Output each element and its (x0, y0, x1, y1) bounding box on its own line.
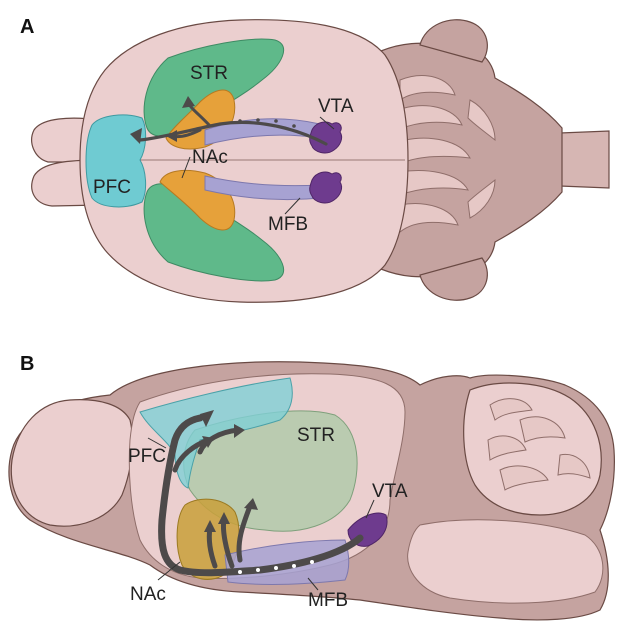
arrowhead-nac-a (166, 130, 177, 142)
label-mfb-b: MFB (308, 590, 348, 611)
str-region-b (183, 410, 358, 532)
label-nac-a: NAc (192, 147, 228, 168)
panel-a-brain (31, 19, 610, 303)
tract-branch-str2-b (197, 427, 241, 455)
arrowheads-b (200, 410, 258, 532)
panel-b-brain (8, 361, 615, 621)
cerebellar-folds-b (487, 398, 591, 491)
panel-a-letter: A (20, 16, 34, 38)
label-vta-b: VTA (372, 481, 408, 502)
hindbrain-lobe-top (419, 19, 488, 63)
pfc-region (85, 114, 147, 208)
panel-b-letter: B (20, 353, 34, 375)
vta-top (309, 121, 343, 154)
cerebellar-folds (397, 75, 496, 234)
dopamine-tract-a (138, 120, 328, 146)
label-vta-a: VTA (318, 96, 354, 117)
label-mfb-a: MFB (268, 214, 308, 235)
label-pfc-b: PFC (128, 446, 166, 467)
tract-dots-b (238, 560, 314, 574)
leader-lines-a (181, 116, 335, 215)
olfactory-bulb-b (10, 399, 133, 527)
brainstem-b (407, 519, 604, 604)
label-nac-b: NAc (130, 584, 166, 605)
arrowhead-pfc-a (130, 128, 142, 144)
spinal-cord (559, 130, 610, 189)
vta-bottom (309, 171, 343, 204)
leader-lines-b (147, 437, 375, 591)
label-pfc-a: PFC (93, 177, 131, 198)
hindbrain-lobe-bottom (419, 257, 488, 301)
dopamine-tract-b (158, 414, 364, 577)
tract-branch-str3-b (236, 503, 253, 563)
label-str-b: STR (297, 425, 335, 446)
arrowhead-str-a (182, 96, 195, 108)
tract-dots-a (238, 118, 296, 128)
label-str-a: STR (190, 63, 228, 84)
